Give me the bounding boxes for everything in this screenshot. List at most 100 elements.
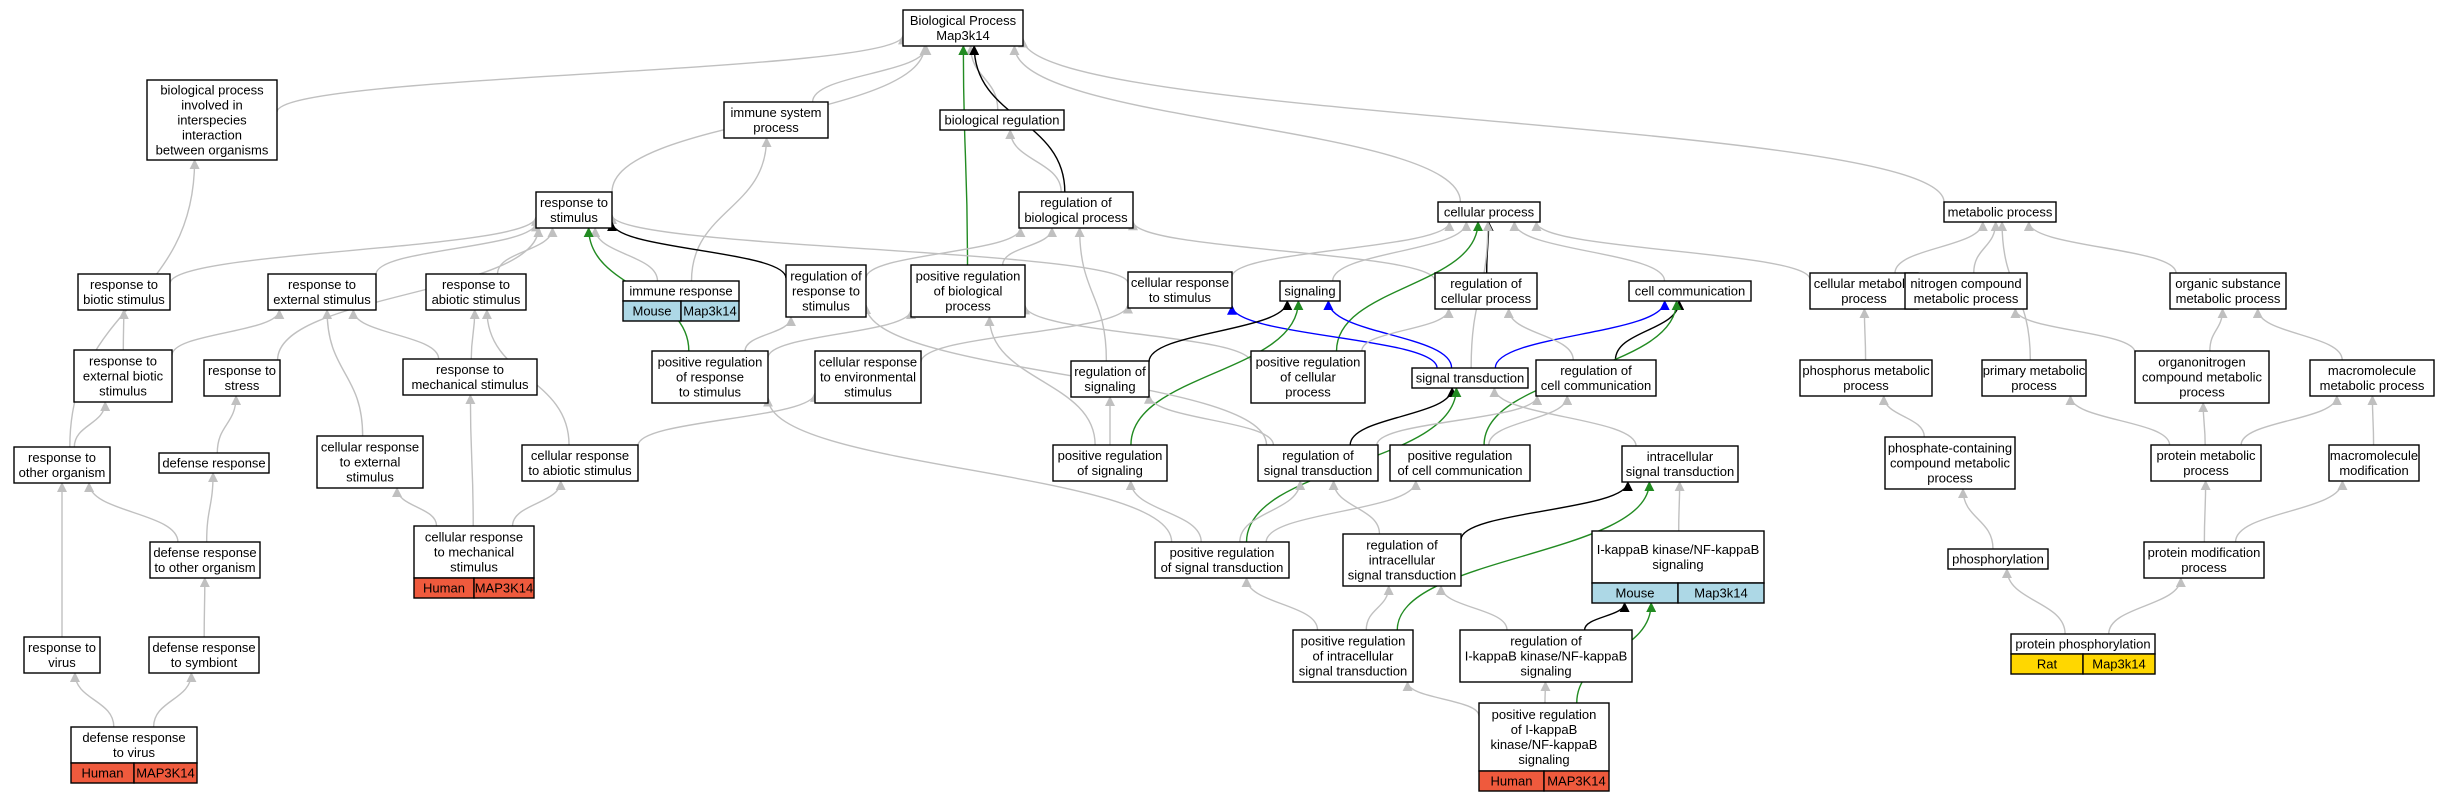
edge-pos_reg_cell_proc-to-cell_proc [1335,221,1484,352]
node-box [1799,359,1933,397]
edge-prot_metab-to-macro_metab [2240,395,2342,446]
edge-prot_metab-to-organonitro [2198,402,2209,446]
node-signaling[interactable]: signaling [1279,280,1341,302]
node-label-line: process [1927,471,1973,486]
node-box [785,264,867,318]
edge-phos_metab-to-cell_metab [1859,308,1870,361]
edge-defense_resp-to-resp_stress [216,395,242,454]
node-label-line: response to [436,362,504,377]
node-label-line: phosphorylation [1952,552,2044,567]
node-label-line: stimulus [550,210,598,225]
node-reg-ikb[interactable]: regulation ofI-kappaB kinase/NF-kappaBsi… [1459,629,1633,683]
node-bio-reg[interactable]: biological regulation [939,109,1065,131]
edge-pos_reg_sig_trans-to-pos_reg_signaling [1125,480,1202,543]
node-label-line: response to [89,354,157,369]
gene-tag-cell [680,300,740,322]
node-box [73,349,173,403]
node-label-line: involved in [181,98,242,113]
edge-sig_trans-to-cell_resp_stim [1227,304,1438,369]
node-phosphorylation[interactable]: phosphorylation [1947,548,2049,570]
node-cell-proc[interactable]: cellular process [1437,201,1541,223]
node-label-line: stimulus [450,560,498,575]
node-defense-resp[interactable]: defense response [158,452,270,474]
edge-resp_stress-to-resp_stim [276,227,544,361]
edge-macro_mod-to-macro_metab [2367,395,2378,446]
node-label-line: stimulus [99,384,147,399]
edge-reg_intra_sig-to-reg_sig_trans [1328,480,1381,535]
edge-pos_reg_intra_sig-to-intra_sig [1396,481,1655,631]
edge-cell_resp_stim-to-resp_stim [607,214,1129,284]
node-label-line: metabolic process [2176,291,2281,306]
node-metab[interactable]: metabolic process [1943,201,2057,223]
edge-resp_biotic-to-resp_stim [169,215,541,284]
node-label-line: signal transduction [1299,664,1407,679]
node-box [902,9,1024,47]
node-label-line: signal transduction [1264,463,1372,478]
node-label-line: response to [792,284,860,299]
edge-organonitro-to-org_sub [2209,308,2228,352]
node-label-line: stimulus [844,385,892,400]
node-label-line: metabolic process [1914,291,2019,306]
edge-cell_resp_ext-to-resp_ext [322,309,364,437]
node-label-line: positive regulation [1408,448,1513,463]
node-sig-trans[interactable]: signal transduction [1411,367,1529,389]
node-box [1591,530,1765,584]
node-cell-comm[interactable]: cell communication [1628,280,1752,302]
node-box [723,101,829,139]
node-label-line: positive regulation [1256,355,1361,370]
node-label-line: virus [48,655,76,670]
